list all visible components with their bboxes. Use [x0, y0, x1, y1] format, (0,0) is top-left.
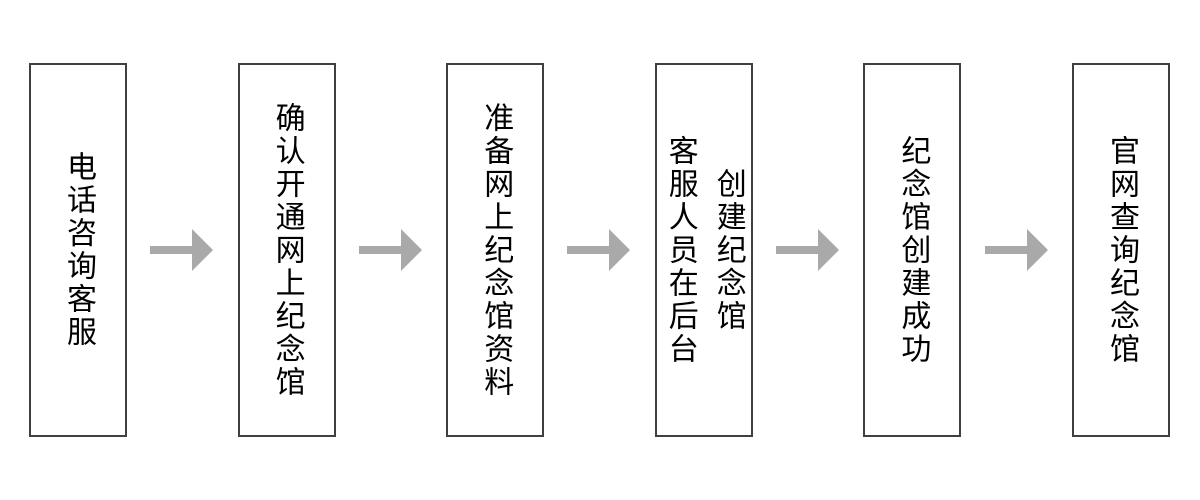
flow-step-1-label: 电话咨询客服 — [62, 151, 95, 349]
flow-step-1: 电话咨询客服 — [29, 63, 127, 437]
flow-step-3: 准备网上纪念馆资料 — [446, 63, 545, 437]
arrow-right-icon — [567, 229, 631, 271]
arrow-right-icon — [776, 229, 840, 271]
arrow-right-icon — [358, 229, 422, 271]
arrow-right-shape — [358, 229, 422, 271]
flow-step-4-label: 客服人员在后台 创建纪念馆 — [663, 134, 745, 366]
flow-step-2: 确认开通网上纪念馆 — [237, 63, 336, 437]
flow-step-6-label: 官网查询纪念馆 — [1104, 134, 1138, 366]
flow-step-5: 纪念馆创建成功 — [863, 63, 962, 437]
arrow-right-shape — [150, 229, 214, 271]
arrow-right-shape — [567, 229, 631, 271]
flow-step-3-label: 准备网上纪念馆资料 — [479, 101, 513, 399]
arrow-right-icon — [150, 229, 214, 271]
flow-step-6: 官网查询纪念馆 — [1071, 63, 1170, 437]
arrow-right-shape — [776, 229, 840, 271]
flow-step-5-label: 纪念馆创建成功 — [896, 134, 930, 366]
arrow-right-shape — [984, 229, 1048, 271]
arrow-right-icon — [984, 229, 1048, 271]
flow-step-4: 客服人员在后台 创建纪念馆 — [654, 63, 753, 437]
flow-step-2-label: 确认开通网上纪念馆 — [270, 101, 304, 399]
